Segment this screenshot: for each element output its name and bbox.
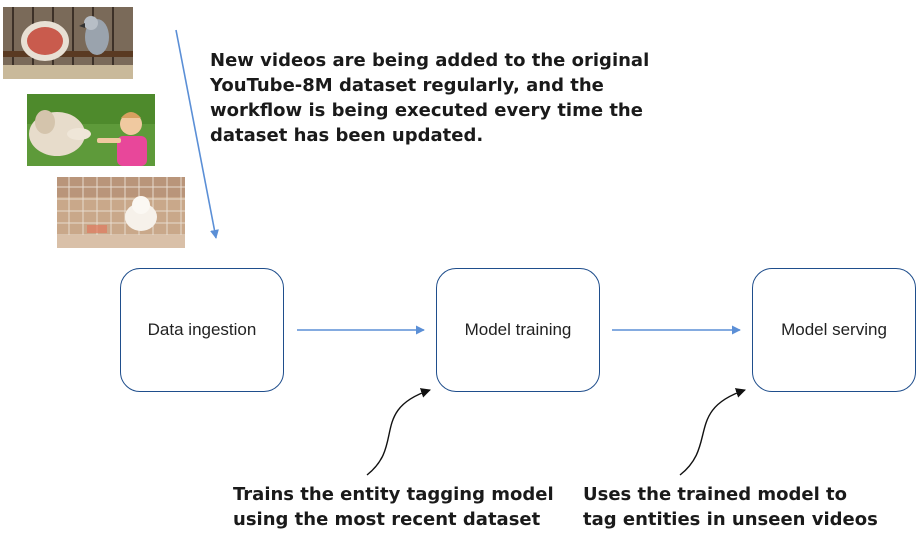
top-annotation-line: YouTube-8M dataset regularly, and the <box>210 75 604 96</box>
stage-data-ingestion: Data ingestion <box>120 268 284 392</box>
top-annotation: New videos are being added to the origin… <box>210 48 649 148</box>
stage-model-serving: Model serving <box>752 268 916 392</box>
arrow-videos-to-ingestion <box>175 29 219 239</box>
video-thumbnail-dog-and-child <box>27 94 155 166</box>
serving-annotation-line: tag entities in unseen videos <box>583 509 878 530</box>
video-thumbnail-parrot <box>3 7 133 79</box>
video-thumbnail-dog-in-cage <box>57 177 185 248</box>
stage-model-training: Model training <box>436 268 600 392</box>
stage-label: Model training <box>464 320 572 339</box>
stage-label: Data ingestion <box>147 320 257 339</box>
callout-curve-serving <box>679 388 746 476</box>
top-annotation-line: workflow is being executed every time th… <box>210 100 643 121</box>
callout-curve-training <box>366 388 431 476</box>
serving-annotation: Uses the trained model to tag entities i… <box>583 482 878 532</box>
training-annotation: Trains the entity tagging model using th… <box>233 482 554 532</box>
training-annotation-line: using the most recent dataset <box>233 509 541 530</box>
training-annotation-line: Trains the entity tagging model <box>233 484 554 505</box>
top-annotation-line: New videos are being added to the origin… <box>210 50 650 71</box>
serving-annotation-line: Uses the trained model to <box>583 484 848 505</box>
top-annotation-line: dataset has been updated. <box>210 125 484 146</box>
stage-label: Model serving <box>781 320 887 339</box>
